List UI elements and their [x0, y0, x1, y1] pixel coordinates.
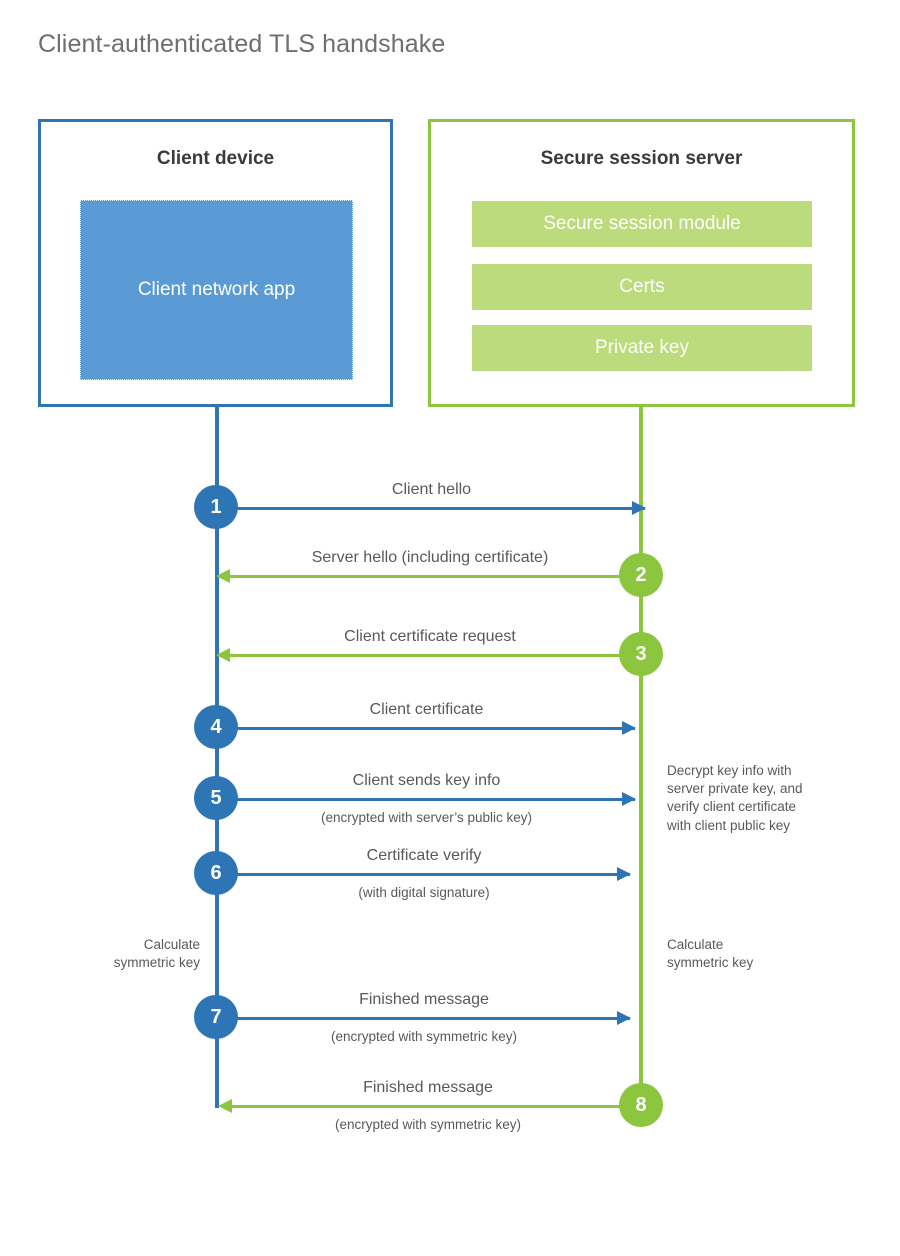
message-label-8: Finished message	[363, 1079, 493, 1096]
message-label-1: Client hello	[391, 481, 472, 498]
message-sublabel-5: (encrypted with server’s public key)	[320, 810, 533, 825]
step-badge-3: 3	[619, 632, 663, 676]
client-device-box: Client device Client network app	[38, 119, 393, 407]
message-arrow-8	[222, 1105, 642, 1108]
step-badge-6: 6	[194, 851, 238, 895]
step-badge-4: 4	[194, 705, 238, 749]
arrowhead-left-icon	[218, 1099, 232, 1113]
step-badge-2: 2	[619, 553, 663, 597]
arrowhead-right-icon	[622, 721, 636, 735]
message-arrow-4	[218, 727, 635, 730]
message-label-4: Client certificate	[369, 701, 484, 718]
server-lifeline	[639, 405, 643, 1105]
message-label-7: Finished message	[359, 991, 489, 1008]
message-arrow-5	[218, 798, 635, 801]
message-sublabel-8: (encrypted with symmetric key)	[334, 1117, 522, 1132]
arrowhead-right-icon	[632, 501, 646, 515]
message-label-3: Client certificate request	[344, 628, 516, 645]
message-arrow-2	[218, 575, 642, 578]
client-device-title: Client device	[156, 148, 275, 169]
arrowhead-right-icon	[622, 792, 636, 806]
arrowhead-right-icon	[617, 1011, 631, 1025]
server-component-private-key: Private key	[472, 325, 812, 371]
message-arrow-6	[218, 873, 630, 876]
message-label-6: Certificate verify	[366, 847, 482, 864]
annotation-client-calculate-symmetric-key: Calculate symmetric key	[113, 937, 200, 971]
message-sublabel-7: (encrypted with symmetric key)	[330, 1029, 518, 1044]
arrowhead-left-icon	[216, 569, 230, 583]
message-label-5: Client sends key info	[352, 772, 501, 789]
message-arrow-7	[218, 1017, 630, 1020]
step-badge-8: 8	[619, 1083, 663, 1127]
secure-session-server-title: Secure session server	[540, 148, 743, 169]
step-badge-7: 7	[194, 995, 238, 1039]
annotation-server-calculate-symmetric-key: Calculate symmetric key	[667, 937, 754, 971]
arrowhead-left-icon	[216, 648, 230, 662]
client-network-app-block: Client network app	[80, 200, 353, 380]
step-badge-1: 1	[194, 485, 238, 529]
message-arrow-1	[218, 507, 645, 510]
message-sublabel-6: (with digital signature)	[358, 885, 490, 900]
message-label-2: Server hello (including certificate)	[311, 549, 549, 566]
client-lifeline	[215, 405, 219, 1108]
step-badge-5: 5	[194, 776, 238, 820]
server-component-certs: Certs	[472, 264, 812, 310]
server-component-secure-session-module: Secure session module	[472, 201, 812, 247]
message-arrow-3	[218, 654, 642, 657]
secure-session-server-box: Secure session server Secure session mod…	[428, 119, 855, 407]
annotation-server-decrypt: Decrypt key info with server private key…	[667, 763, 803, 833]
page-title: Client-authenticated TLS handshake	[38, 30, 446, 58]
arrowhead-right-icon	[617, 867, 631, 881]
